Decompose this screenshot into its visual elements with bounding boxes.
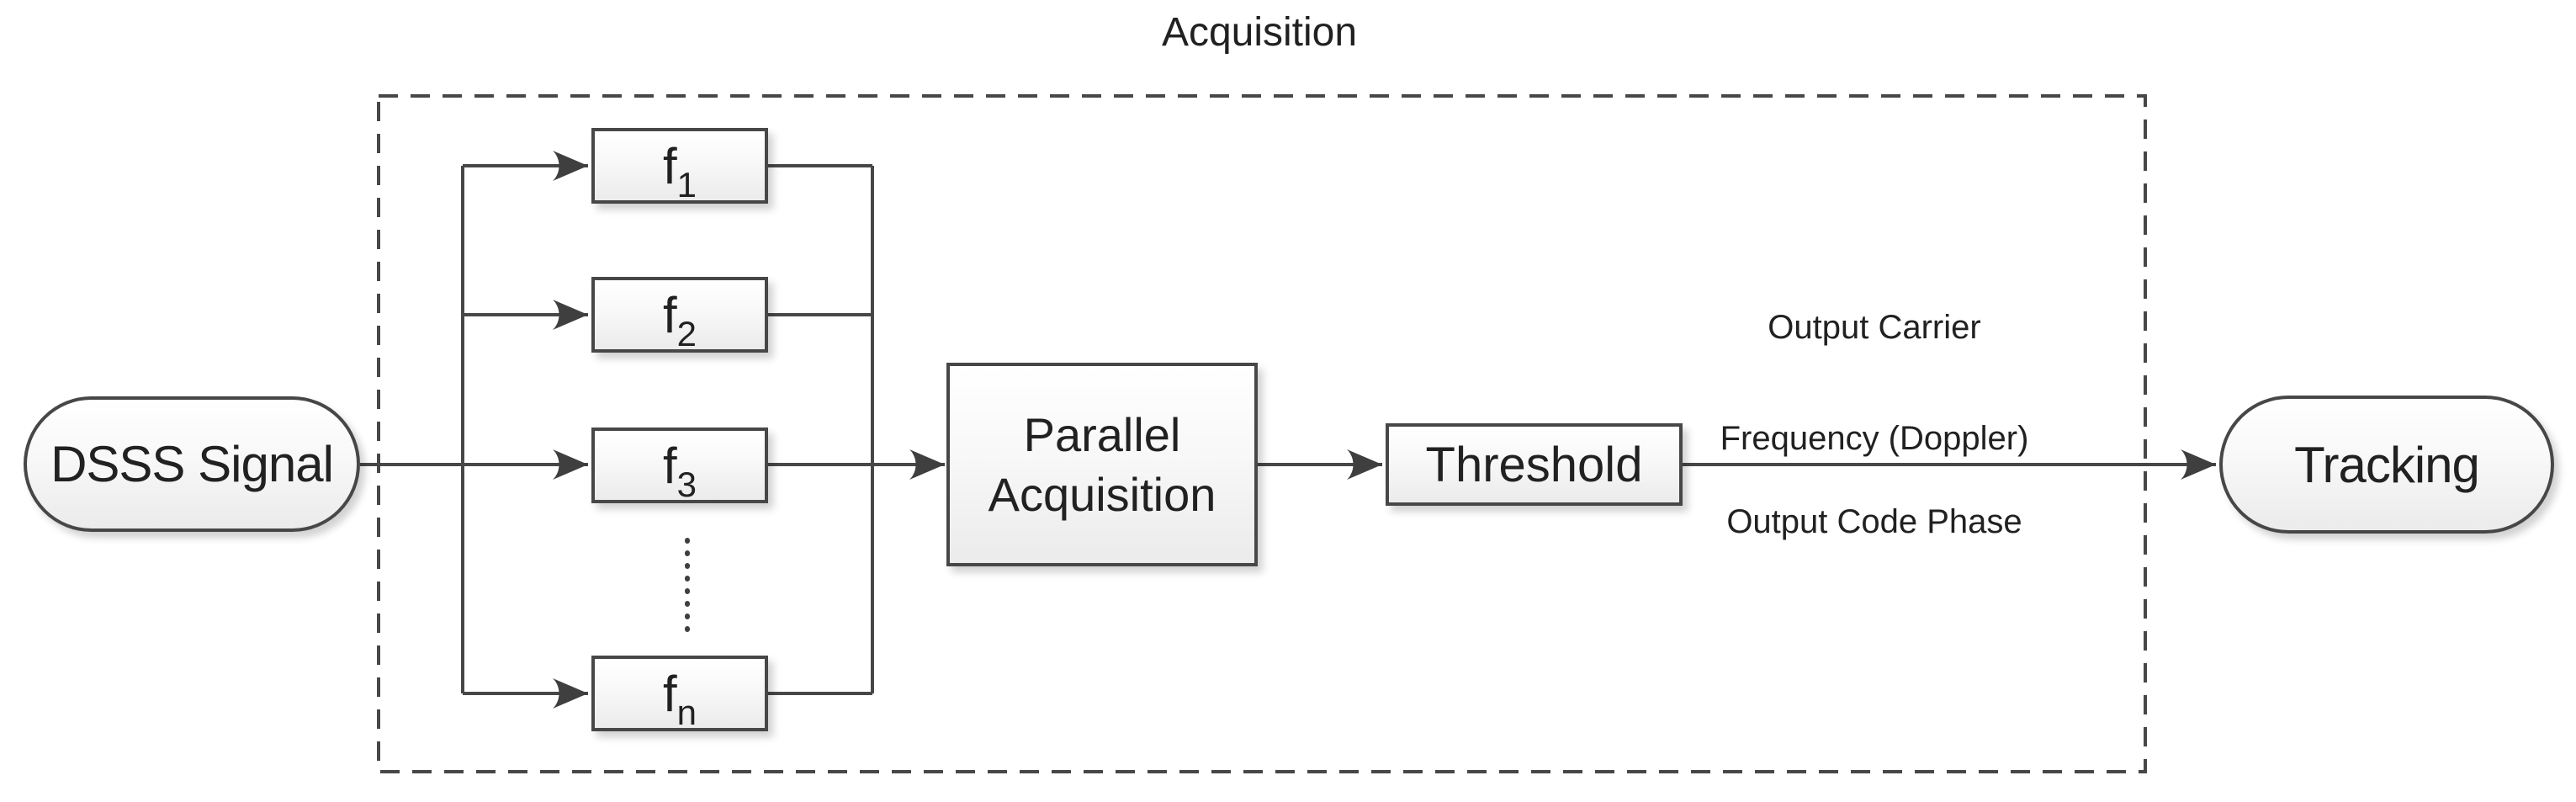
node-tracking: Tracking bbox=[2219, 396, 2554, 534]
frequency-bin-n-label: fn bbox=[662, 665, 697, 732]
node-frequency-bin-2: f2 bbox=[591, 277, 768, 353]
frequency-bin-2-label: f2 bbox=[662, 286, 697, 353]
frequency-bin-1-subscript: 1 bbox=[676, 164, 697, 204]
frequency-bin-1-label: f1 bbox=[662, 137, 697, 204]
frequency-bin-n-subscript: n bbox=[676, 692, 697, 732]
acquisition-boundary-box bbox=[377, 94, 2147, 773]
node-frequency-bin-n: fn bbox=[591, 656, 768, 732]
output-carrier-frequency-label-line2: Frequency (Doppler) bbox=[1720, 420, 2029, 457]
node-threshold: Threshold bbox=[1386, 423, 1683, 506]
frequency-bin-3-label: f3 bbox=[662, 437, 697, 504]
node-frequency-bin-3: f3 bbox=[591, 428, 768, 504]
node-parallel-acquisition: Parallel Acquisition bbox=[946, 363, 1258, 566]
output-code-phase-label: Output Code Phase bbox=[1726, 503, 2022, 540]
acquisition-title: Acquisition bbox=[1161, 9, 1358, 55]
node-frequency-bin-1: f1 bbox=[591, 128, 768, 204]
frequency-bin-3-subscript: 3 bbox=[676, 464, 697, 504]
output-carrier-frequency-label-line1: Output Carrier bbox=[1768, 309, 1981, 346]
node-dsss-signal: DSSS Signal bbox=[24, 396, 360, 532]
output-carrier-frequency-label: Output Carrier Frequency (Doppler) bbox=[1580, 309, 2169, 457]
frequency-bin-2-subscript: 2 bbox=[676, 313, 697, 353]
